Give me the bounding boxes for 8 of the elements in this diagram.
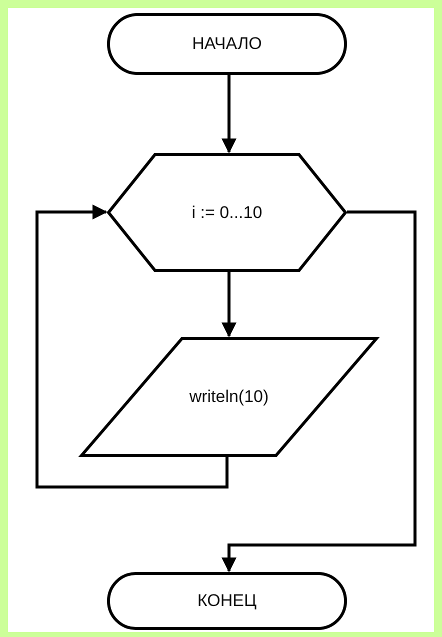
node-label: КОНЕЦ: [197, 591, 257, 611]
arrow: [222, 210, 416, 572]
node-label: НАЧАЛО: [192, 34, 262, 54]
arrow: [222, 272, 236, 338]
node-label: writeln(10): [189, 387, 269, 407]
node-label: i := 0...10: [192, 202, 262, 222]
arrow: [36, 204, 228, 488]
arrow: [222, 75, 236, 154]
